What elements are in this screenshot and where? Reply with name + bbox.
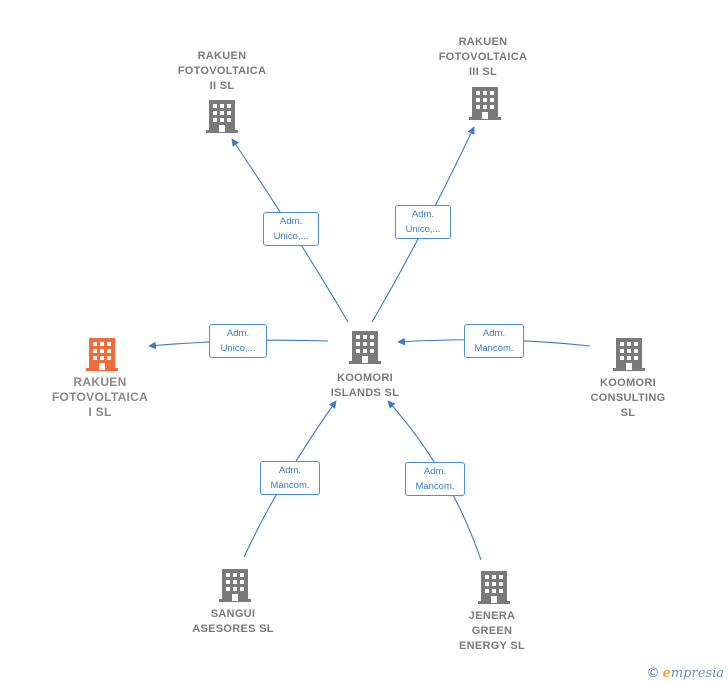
node-jenera-green-energy[interactable]: JENERA GREEN ENERGY SL	[427, 609, 557, 654]
edge-label-line: Adm.	[411, 209, 435, 220]
node-label-line: FOTOVOLTAICA	[51, 390, 149, 404]
edge-label-line: Unico,...	[405, 224, 441, 235]
node-label-line: RAKUEN	[73, 375, 127, 389]
node-label-line: JENERA	[468, 610, 516, 622]
node-label-line: II SL	[209, 80, 235, 92]
node-label-line: RAKUEN	[458, 36, 508, 48]
node-label-line: CONSULTING	[590, 392, 666, 404]
edge-label-line: Adm.	[482, 328, 506, 339]
building-icon	[206, 100, 238, 133]
node-label-line: I SL	[88, 405, 112, 419]
node-label-line: GREEN	[471, 625, 513, 637]
copyright-symbol: ©	[646, 666, 660, 681]
building-icon	[478, 571, 510, 604]
node-label-line: ISLANDS SL	[330, 387, 400, 399]
node-rakuen-fotovoltaica-ii[interactable]: RAKUEN FOTOVOLTAICA II SL	[157, 49, 287, 94]
node-label-line: FOTOVOLTAICA	[177, 65, 267, 77]
edge-label-line: Mancom.	[474, 343, 514, 354]
empresia-watermark: ©empresia	[647, 666, 724, 681]
brand-name: mpresia	[670, 666, 724, 681]
edge-label-to-rakuen-i[interactable]: Adm. Unico,...	[209, 324, 267, 358]
node-koomori-islands[interactable]: KOOMORI ISLANDS SL	[300, 371, 430, 401]
edge-label-line: Unico,...	[273, 231, 309, 242]
edge-label-from-sangui[interactable]: Adm. Mancom.	[260, 461, 320, 495]
edge-label-line: Mancom.	[415, 481, 455, 492]
building-icon	[469, 87, 501, 120]
node-label-line: ENERGY SL	[458, 640, 526, 652]
node-koomori-consulting[interactable]: KOOMORI CONSULTING SL	[563, 376, 693, 421]
node-label-line: ASESORES SL	[192, 623, 274, 635]
edge-label-line: Adm.	[423, 466, 447, 477]
edge-label-line: Unico,...	[220, 343, 256, 354]
node-label-line: III SL	[468, 66, 498, 78]
node-label-line: FOTOVOLTAICA	[438, 51, 528, 63]
node-label-line: KOOMORI	[600, 377, 656, 389]
building-icon	[219, 569, 251, 602]
building-icon	[613, 338, 645, 371]
brand-initial: e	[662, 666, 671, 681]
node-label-line: KOOMORI	[337, 372, 393, 384]
node-label-line: SANGUI	[210, 608, 256, 620]
edge-label-to-rakuen-iii[interactable]: Adm. Unico,...	[395, 205, 451, 239]
edge-label-from-koomori-consulting[interactable]: Adm. Mancom.	[464, 324, 524, 358]
node-rakuen-fotovoltaica-iii[interactable]: RAKUEN FOTOVOLTAICA III SL	[418, 35, 548, 80]
node-label-line: SL	[620, 407, 636, 419]
edge-label-to-rakuen-ii[interactable]: Adm. Unico,...	[263, 212, 319, 246]
building-icon	[349, 331, 381, 364]
building-icon-highlighted	[86, 338, 118, 371]
node-label-line: RAKUEN	[197, 50, 247, 62]
node-sangui-asesores[interactable]: SANGUI ASESORES SL	[168, 607, 298, 637]
edge-label-line: Mancom.	[270, 480, 310, 491]
edge-label-line: Adm.	[279, 216, 303, 227]
edge-label-line: Adm.	[278, 465, 302, 476]
edge-label-from-jenera[interactable]: Adm. Mancom.	[405, 462, 465, 496]
edge-label-line: Adm.	[226, 328, 250, 339]
node-rakuen-fotovoltaica-i[interactable]: RAKUEN FOTOVOLTAICA I SL	[35, 375, 165, 420]
